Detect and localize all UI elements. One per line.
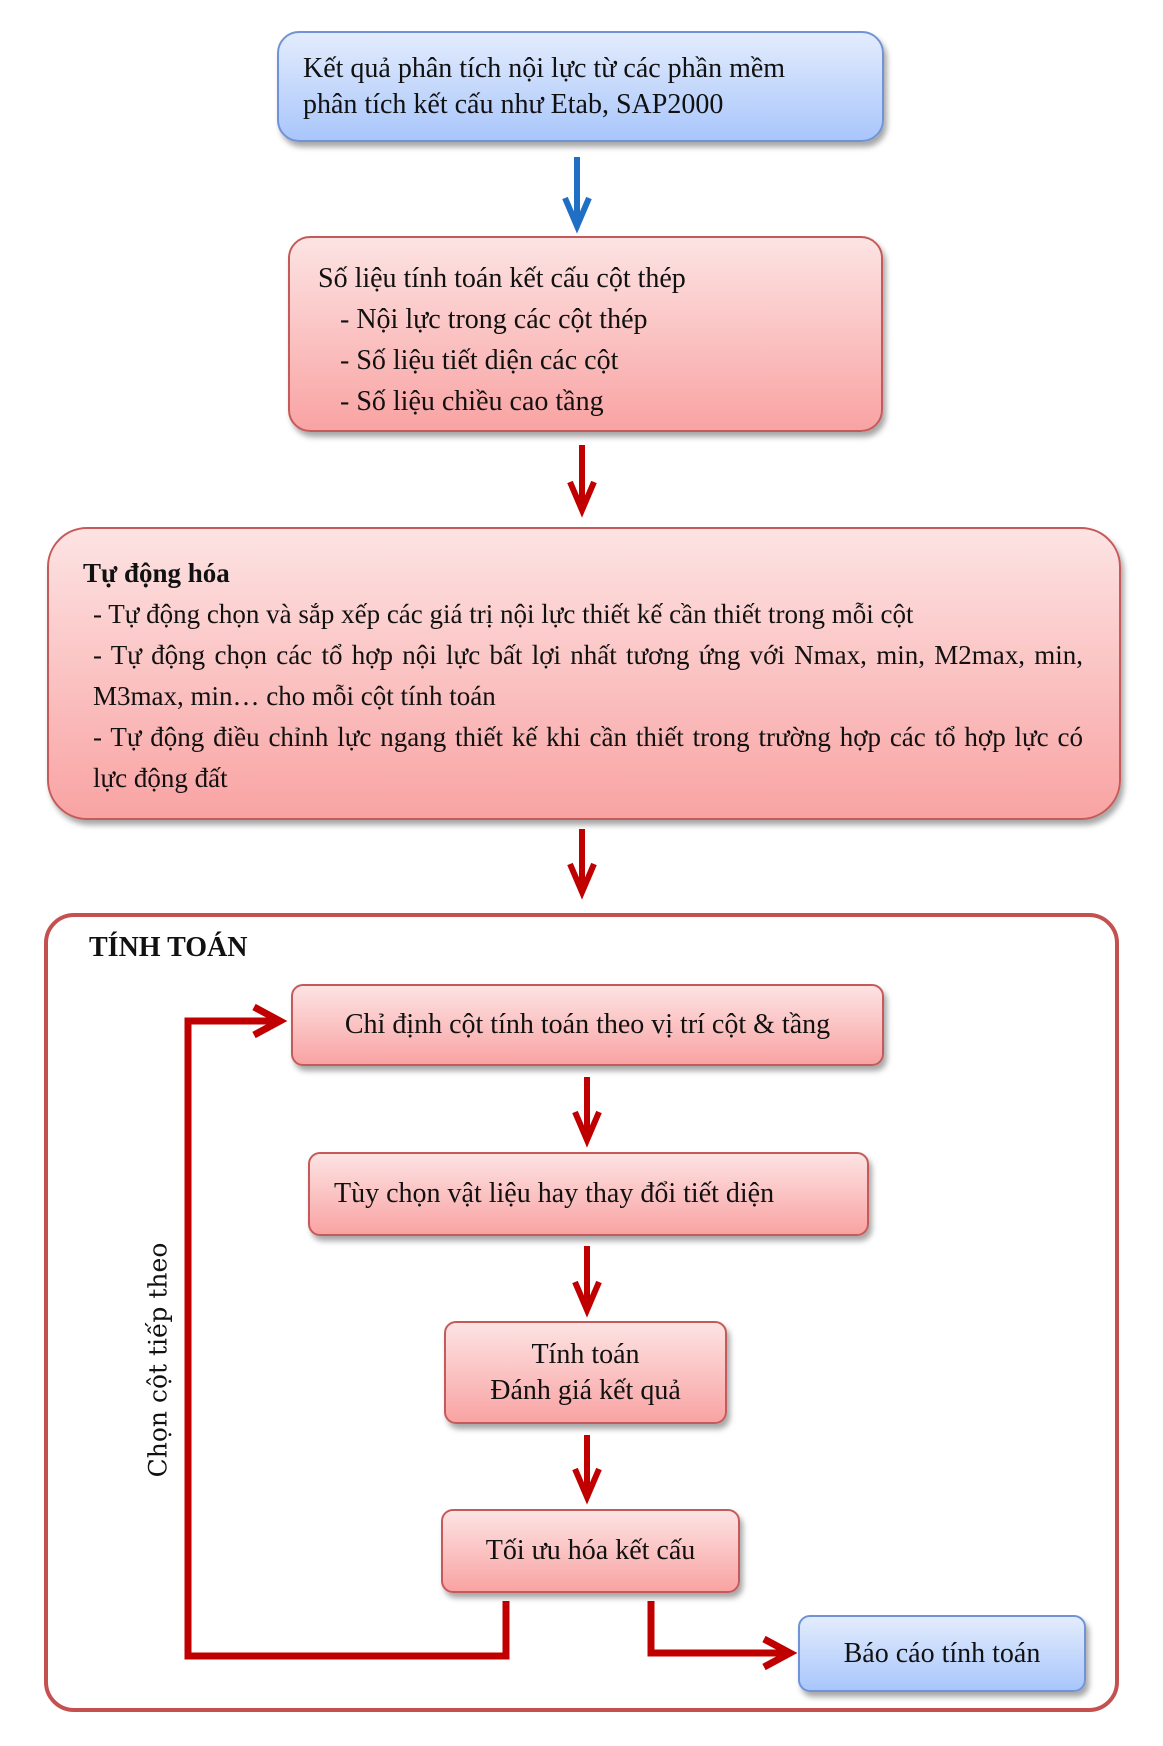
arrow-to-report [647,1601,798,1671]
automation-item: - Tự động chọn các tổ hợp nội lực bất lợ… [93,640,1083,711]
data-item: - Nội lực trong các cột thép [340,304,648,335]
step-material-options-label: Tùy chọn vật liệu hay thay đổi tiết diện [334,1178,775,1209]
arrow-data-to-automation [567,445,597,518]
report-label: Báo cáo tính toán [843,1637,1041,1669]
arrow-step1-to-step2 [572,1077,602,1148]
automation-title: Tự động hóa [83,558,230,588]
data-item: - Số liệu tiết diện các cột [340,345,619,376]
step-optimize-label: Tối ưu hóa kết cấu [485,1535,696,1566]
source-box: Kết quả phân tích nội lực từ các phần mề… [277,31,884,142]
automation-box: Tự động hóa - Tự động chọn và sắp xếp cá… [47,527,1121,820]
source-line-1: Kết quả phân tích nội lực từ các phần mề… [303,53,786,84]
report-box: Báo cáo tính toán [798,1615,1086,1692]
data-box: Số liệu tính toán kết cấu cột thép - Nội… [288,236,883,432]
step-select-column-label: Chỉ định cột tính toán theo vị trí cột &… [344,1009,831,1040]
arrow-step2-to-step3 [572,1246,602,1318]
automation-item: - Tự động chọn và sắp xếp các giá trị nộ… [93,599,914,629]
step-optimize: Tối ưu hóa kết cấu [441,1509,740,1593]
calculation-title: TÍNH TOÁN [89,932,248,963]
arrow-source-to-data [562,157,592,234]
loop-label: Chọn cột tiếp theo [143,1242,173,1478]
loop-back-arrow [184,1003,510,1660]
step-material-options: Tùy chọn vật liệu hay thay đổi tiết diện [308,1152,869,1236]
arrow-step3-to-step4 [572,1435,602,1505]
step-evaluate-label: Đánh giá kết quả [490,1374,681,1406]
data-box-title: Số liệu tính toán kết cấu cột thép [318,263,686,294]
step-calculate-label: Tính toán [531,1338,640,1370]
arrow-automation-to-calculation [567,829,597,900]
source-line-2: phân tích kết cấu như Etab, SAP2000 [303,89,724,120]
step-select-column: Chỉ định cột tính toán theo vị trí cột &… [291,984,884,1066]
automation-item: - Tự động điều chỉnh lực ngang thiết kế … [93,722,1083,793]
calculation-frame [44,913,1119,1712]
data-item: - Số liệu chiều cao tầng [340,386,604,417]
step-calculate-evaluate: Tính toán Đánh giá kết quả [444,1321,727,1424]
